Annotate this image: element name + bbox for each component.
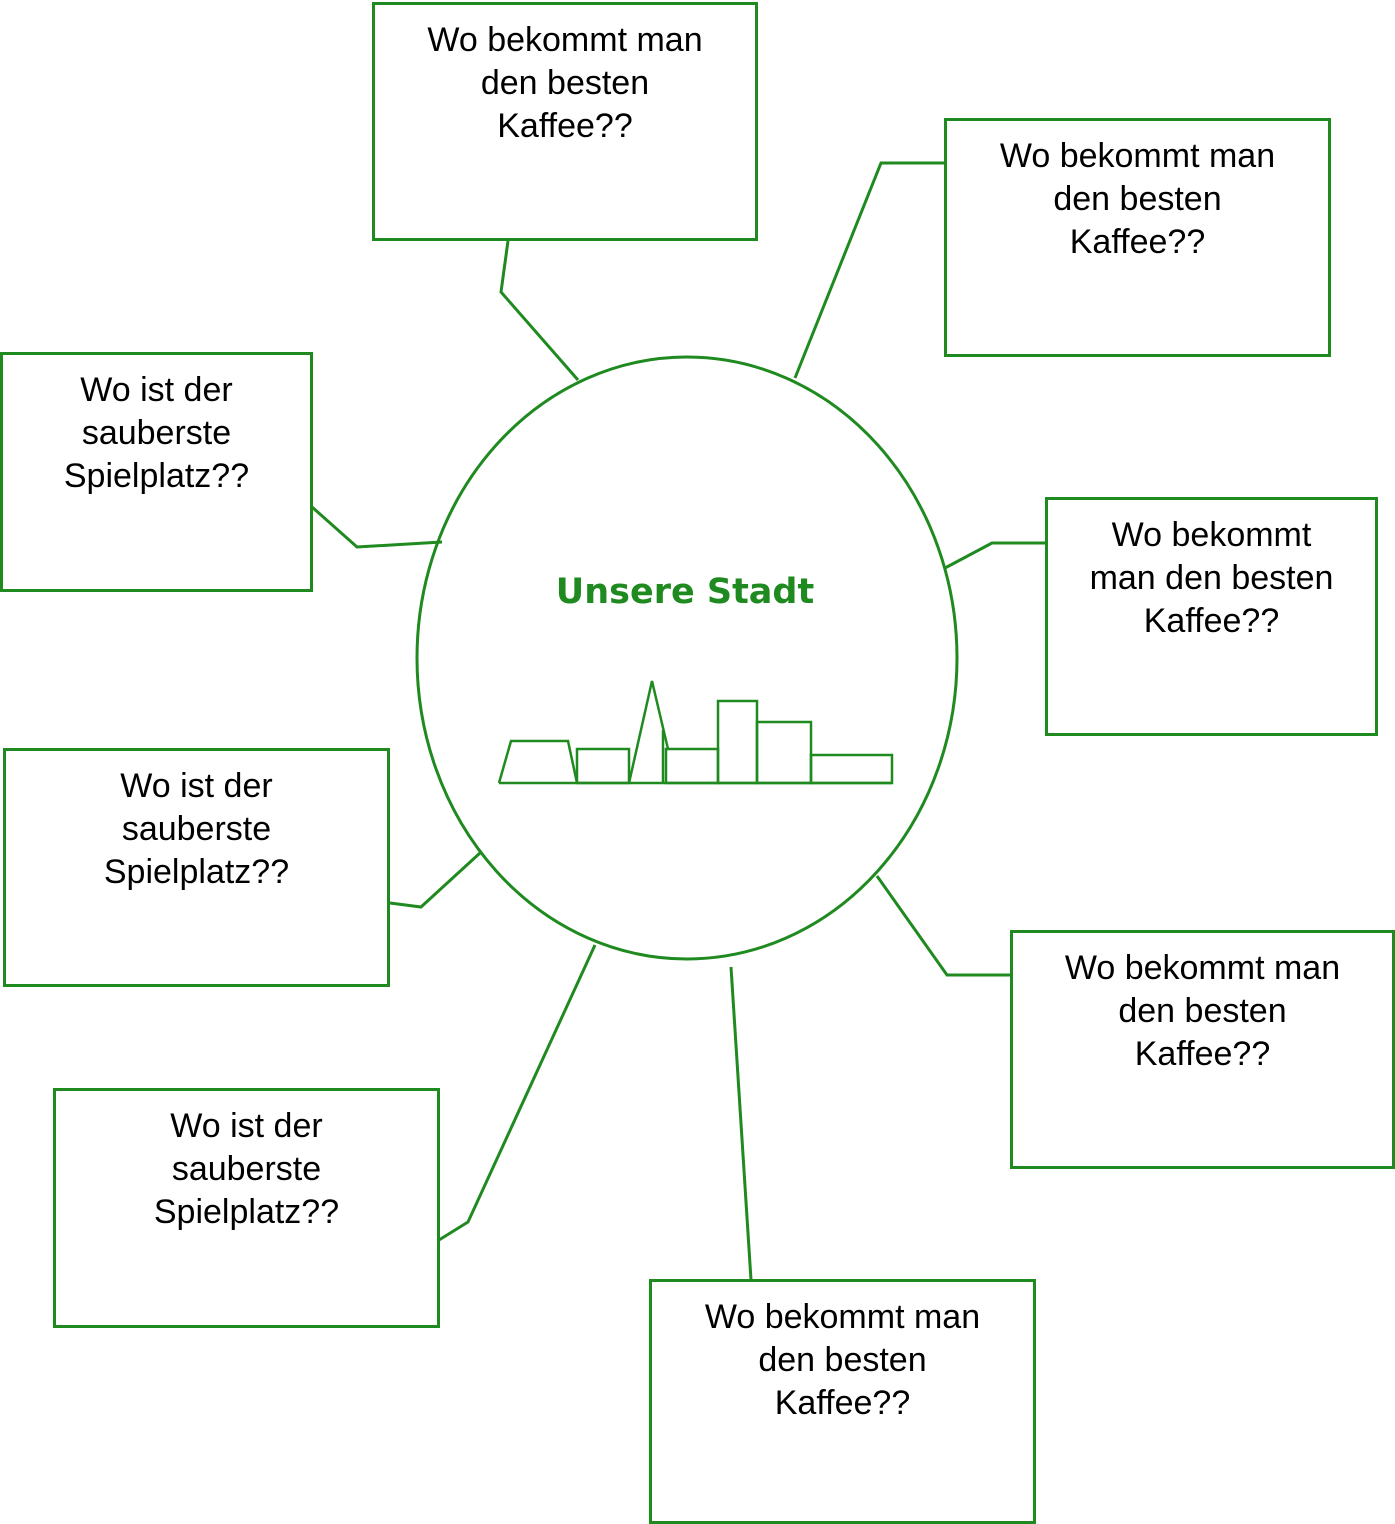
question-box-right: Wo bekommt man den besten Kaffee??: [1045, 497, 1378, 736]
connector-line-top-right: [793, 161, 945, 379]
question-line: Spielplatz??: [103, 853, 290, 891]
question-box-bottom: Wo bekommt man den besten Kaffee??: [649, 1279, 1036, 1524]
question-line: Spielplatz??: [153, 1193, 340, 1231]
question-box-lower-right: Wo bekommt man den besten Kaffee??: [1010, 930, 1395, 1169]
question-line: den besten: [758, 1341, 927, 1379]
connector-line-upper-left: [311, 505, 443, 549]
question-line: Wo bekommt man: [999, 137, 1276, 175]
question-box-top: Wo bekommt man den besten Kaffee??: [372, 2, 758, 241]
question-line: sauberste: [171, 1150, 322, 1188]
question-line: Wo bekommt man: [1064, 949, 1341, 987]
question-line: den besten: [1053, 180, 1222, 218]
question-line: Wo ist der: [170, 1107, 323, 1145]
connector-line-right: [944, 541, 1046, 570]
question-line: den besten: [480, 64, 650, 102]
question-line: Wo ist der: [80, 371, 233, 409]
question-line: Kaffee??: [1143, 602, 1280, 640]
question-line: Spielplatz??: [63, 457, 250, 495]
question-line: Wo bekommt man: [704, 1298, 981, 1336]
connector-line-bottom-left: [438, 944, 597, 1242]
question-box-bottom-left: Wo ist der sauberste Spielplatz??: [53, 1088, 440, 1328]
question-line: Kaffee??: [497, 107, 633, 145]
question-line: Wo bekommt: [1111, 516, 1312, 554]
connector-line-left: [389, 851, 482, 909]
question-line: Wo bekommt man: [427, 21, 703, 59]
city-skyline-icon: [497, 680, 894, 785]
question-line: Kaffee??: [1134, 1035, 1271, 1073]
center-ellipse: [415, 355, 959, 961]
question-line: sauberste: [81, 414, 232, 452]
question-line: man den besten: [1089, 559, 1334, 597]
question-line: den besten: [1118, 992, 1287, 1030]
question-line: Wo ist der: [120, 767, 273, 805]
center-title: Unsere Stadt: [555, 572, 815, 612]
question-box-upper-left: Wo ist der sauberste Spielplatz??: [0, 352, 313, 592]
question-line: Kaffee??: [1069, 223, 1206, 261]
connector-line-bottom: [729, 966, 753, 1281]
question-line: Kaffee??: [774, 1384, 911, 1422]
connector-line-lower-right: [875, 875, 1012, 977]
question-line: sauberste: [121, 810, 272, 848]
connector-line-top: [499, 240, 580, 381]
question-box-left: Wo ist der sauberste Spielplatz??: [3, 748, 390, 987]
question-box-top-right: Wo bekommt man den besten Kaffee??: [944, 118, 1331, 357]
